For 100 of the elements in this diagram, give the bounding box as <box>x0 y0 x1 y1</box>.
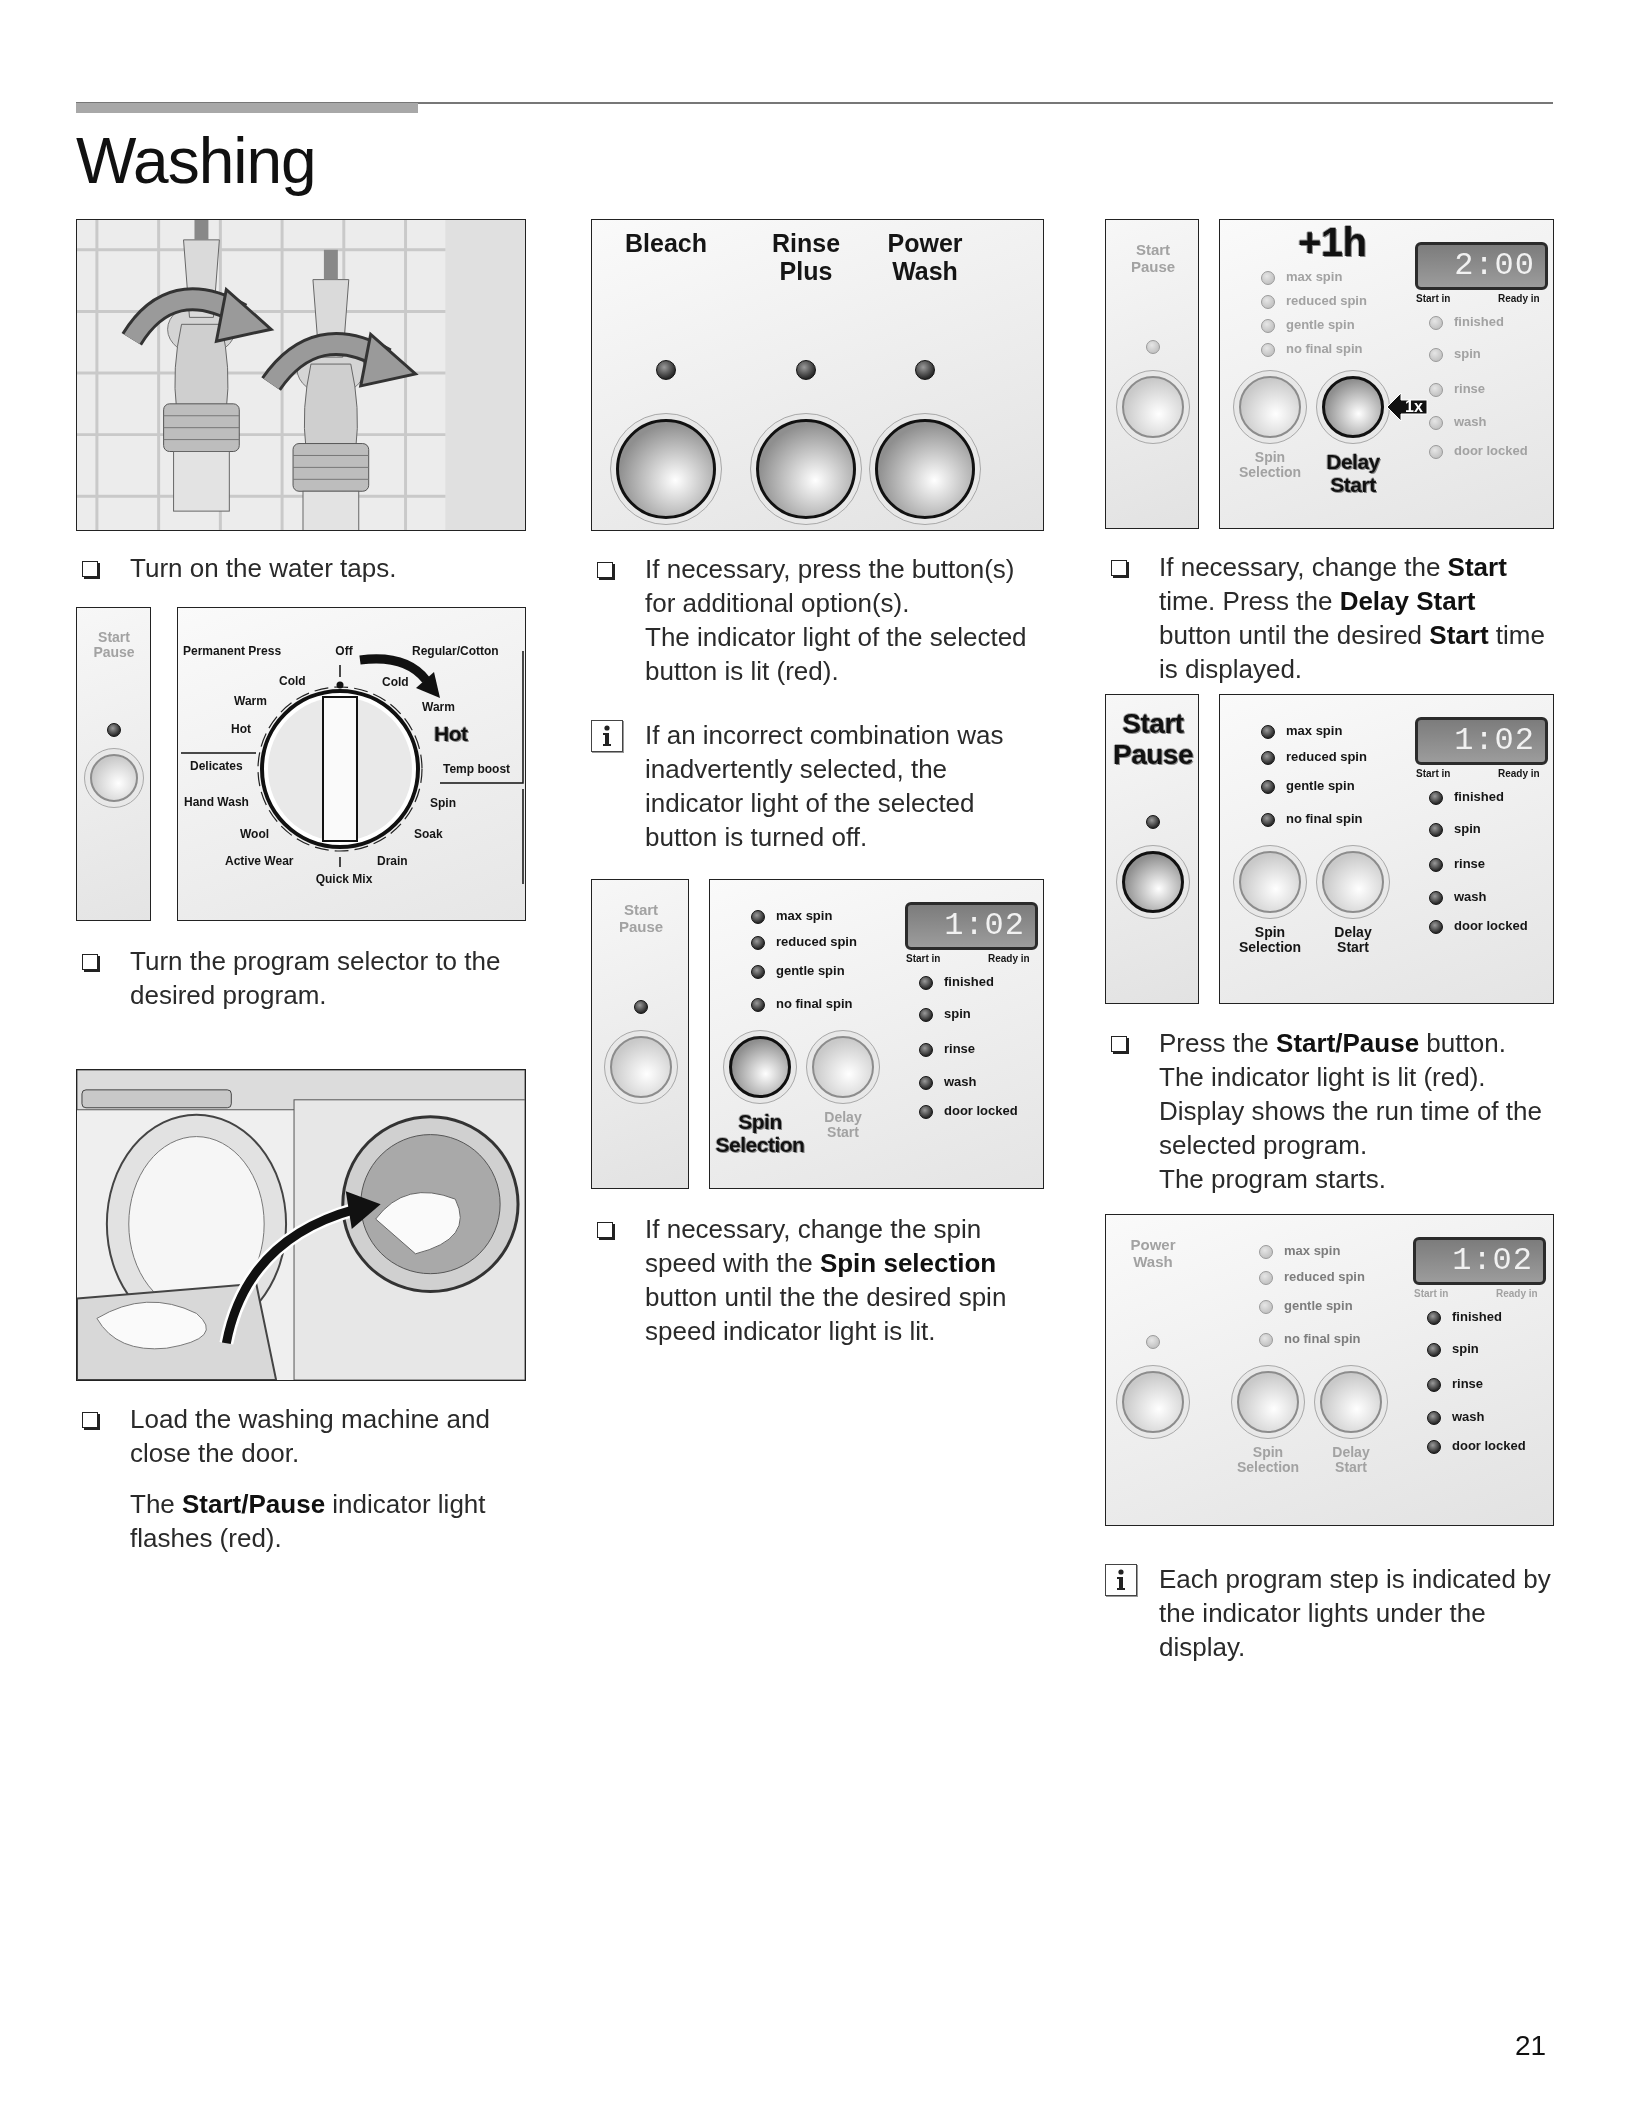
dial-label: Cold <box>382 676 409 690</box>
time-increment-label: +1h <box>1298 220 1367 264</box>
light-label: reduced spin <box>1286 294 1367 309</box>
light-label: no final spin <box>776 997 853 1012</box>
light-label: door locked <box>944 1104 1018 1119</box>
button-label: Power Wash <box>1130 1237 1176 1270</box>
light-label: spin <box>944 1007 971 1022</box>
step-text: Load the washing machine and close the door. <box>130 1403 491 1470</box>
display-label: Ready in <box>1498 293 1540 304</box>
display-label: Ready in <box>1496 1288 1538 1299</box>
time-display: 1:02 <box>1415 717 1548 765</box>
light-label: rinse <box>1454 857 1486 872</box>
display-label: Start in <box>1414 1288 1449 1299</box>
button-label: Delay Start <box>1332 1445 1370 1476</box>
step-text: Turn on the water taps. <box>130 552 397 585</box>
dial-label: Delicates <box>190 760 243 774</box>
dial-label: Cold <box>279 675 306 689</box>
info-text: If an incorrect combination was inadvertently selected, the indicator light of the selected button is turned off. <box>645 719 1005 854</box>
light-label: max spin <box>1284 1244 1341 1259</box>
dial-label: Soak <box>414 828 443 842</box>
light-label: wash <box>1454 415 1487 430</box>
step-text: If necessary, change the spin speed with the Spin selection button until the the desired spin speed indicator light is lit. <box>645 1213 1008 1348</box>
dial-label: Hand Wash <box>184 796 249 810</box>
light-label: wash <box>944 1075 977 1090</box>
display-label: Ready in <box>1498 768 1540 779</box>
light-label: door locked <box>1454 919 1528 934</box>
light-label: finished <box>1452 1310 1502 1325</box>
button-label: Spin Selection <box>715 1110 805 1157</box>
button-label: Rinse Plus <box>771 230 841 285</box>
step-text: If necessary, press the button(s) for additional option(s). <box>645 553 1016 620</box>
step-text: Press the Start/Pause button. <box>1159 1027 1506 1060</box>
light-label: reduced spin <box>1286 750 1367 765</box>
light-label: gentle spin <box>1286 318 1355 333</box>
display-label: Start in <box>1416 768 1451 779</box>
light-label: reduced spin <box>1284 1270 1365 1285</box>
button-label: Power Wash <box>887 230 963 285</box>
dial-label: Regular/Cotton <box>412 645 499 659</box>
press-count-label: 1x <box>1405 398 1423 416</box>
note-text: The indicator light is lit (red). <box>1159 1062 1486 1092</box>
page-number: 21 <box>1515 2030 1547 2062</box>
button-label: Delay Start <box>1334 925 1372 956</box>
light-label: reduced spin <box>776 935 857 950</box>
button-label: Spin Selection <box>1236 1445 1300 1476</box>
button-label: Delay Start <box>824 1110 862 1141</box>
button-label: Spin Selection <box>1238 925 1302 956</box>
dial-label: Warm <box>234 695 267 709</box>
button-label: Delay Start <box>1326 450 1380 497</box>
light-label: no final spin <box>1284 1332 1361 1347</box>
time-display: 1:02 <box>905 902 1038 950</box>
light-label: gentle spin <box>776 964 845 979</box>
light-label: spin <box>1454 822 1481 837</box>
button-label: Start Pause <box>1130 242 1176 275</box>
dial-label: Quick Mix <box>315 873 373 887</box>
light-label: door locked <box>1452 1439 1526 1454</box>
light-label: no final spin <box>1286 812 1363 827</box>
light-label: rinse <box>944 1042 976 1057</box>
button-label: Start Pause <box>93 630 135 661</box>
light-label: gentle spin <box>1284 1299 1353 1314</box>
dial-label: Hot <box>434 722 468 746</box>
dial-label: Spin <box>430 797 456 811</box>
light-label: finished <box>944 975 994 990</box>
light-label: max spin <box>776 909 833 924</box>
display-label: Start in <box>1416 293 1451 304</box>
light-label: rinse <box>1454 382 1486 397</box>
note-text: The indicator light of the selected button is lit (red). <box>645 622 1027 686</box>
light-label: door locked <box>1454 444 1528 459</box>
time-display: 1:02 <box>1413 1237 1546 1285</box>
note-text: The program starts. <box>1159 1164 1386 1194</box>
light-label: max spin <box>1286 270 1343 285</box>
light-label: rinse <box>1452 1377 1484 1392</box>
step-text: Turn the program selector to the desired program. <box>130 945 502 1012</box>
light-label: no final spin <box>1286 342 1363 357</box>
note-text: Display shows the run time of the selected program. <box>1159 1096 1542 1160</box>
dial-label: Drain <box>377 855 408 869</box>
page-title: Washing <box>76 124 316 198</box>
dial-label: Hot <box>231 723 251 737</box>
light-label: max spin <box>1286 724 1343 739</box>
button-label: Start Pause <box>618 902 664 935</box>
step-text: If necessary, change the Start time. Press the Delay Start button until the desired Start time is displayed. <box>1159 551 1546 686</box>
dial-label: Temp boost <box>443 763 511 777</box>
info-text: Each program step is indicated by the indicator lights under the display. <box>1159 1563 1552 1664</box>
light-label: finished <box>1454 790 1504 805</box>
dial-label: Wool <box>240 828 270 842</box>
dial-label: Warm <box>422 701 455 715</box>
dial-label: Off <box>335 645 353 659</box>
dial-label: Active Wear <box>225 855 294 869</box>
time-display: 2:00 <box>1415 242 1548 290</box>
button-label: Spin Selection <box>1238 450 1302 481</box>
light-label: finished <box>1454 315 1504 330</box>
light-label: wash <box>1452 1410 1485 1425</box>
light-label: gentle spin <box>1286 779 1355 794</box>
dial-label: Permanent Press <box>183 645 282 659</box>
note-text: The Start/Pause indicator light flashes (red). <box>130 1489 486 1553</box>
light-label: spin <box>1454 347 1481 362</box>
display-label: Start in <box>906 953 941 964</box>
display-label: Ready in <box>988 953 1030 964</box>
button-label: Start Pause <box>1113 709 1193 771</box>
light-label: wash <box>1454 890 1487 905</box>
light-label: spin <box>1452 1342 1479 1357</box>
button-label: Bleach <box>625 230 707 258</box>
